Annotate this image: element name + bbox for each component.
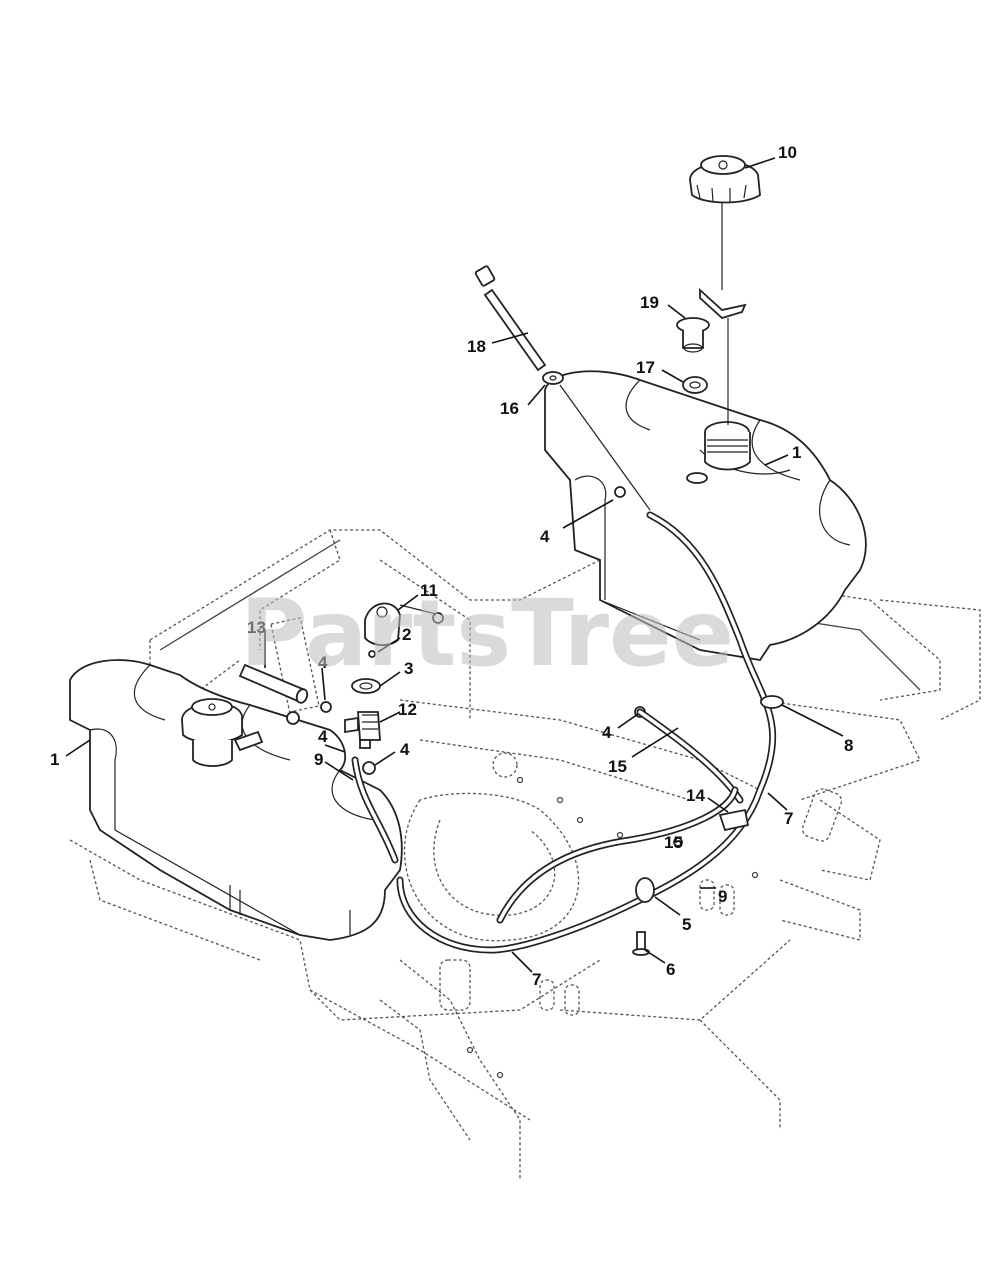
callout-9-right: 9 <box>718 887 727 906</box>
callout-6: 6 <box>666 960 675 979</box>
fuel-cap-top <box>689 155 761 425</box>
callout-11: 11 <box>420 581 438 600</box>
callout-4-tank: 4 <box>540 527 550 546</box>
callout-7-bottom: 7 <box>532 970 541 989</box>
callout-16: 16 <box>500 399 519 418</box>
callout-4-d: 4 <box>602 723 612 742</box>
vent-tube-18 <box>474 265 651 511</box>
callout-8: 8 <box>844 736 853 755</box>
callout-10: 10 <box>778 143 797 162</box>
clamp-15 <box>673 837 683 847</box>
shutoff-valve-11 <box>364 602 444 646</box>
callout-5: 5 <box>682 915 691 934</box>
screw-2 <box>368 650 376 658</box>
callout-12: 12 <box>398 700 417 719</box>
callout-1-left: 1 <box>50 750 59 769</box>
callout-15-b: 15 <box>664 833 683 852</box>
watermark: PartsTree <box>240 580 734 687</box>
fuel-tank-right <box>544 370 867 661</box>
fuel-hoses <box>351 511 784 954</box>
callout-1-right: 1 <box>792 443 801 462</box>
hose-13 <box>238 663 309 704</box>
leader-lines <box>65 157 844 973</box>
callout-7-right: 7 <box>784 809 793 828</box>
vent-fitting <box>676 317 710 353</box>
callout-13: 13 <box>247 618 266 637</box>
fuel-tank-left <box>69 659 403 941</box>
callout-15-a: 15 <box>608 757 627 776</box>
fittings-4-left <box>286 486 646 775</box>
callout-19: 19 <box>640 293 659 312</box>
callout-18: 18 <box>467 337 486 356</box>
callout-labels: 10 19 18 17 16 1 4 11 2 13 4 3 12 4 4 9 … <box>50 143 853 989</box>
callout-2: 2 <box>402 625 411 644</box>
callout-4-a: 4 <box>318 653 328 672</box>
grommet-17 <box>682 376 708 394</box>
fuel-valve-12 <box>344 711 381 749</box>
callout-14: 14 <box>686 786 705 805</box>
callout-17: 17 <box>636 358 655 377</box>
callout-4-c: 4 <box>400 740 410 759</box>
callout-9-left: 9 <box>314 750 323 769</box>
callout-4-b: 4 <box>318 727 328 746</box>
chassis-frame <box>69 529 981 1180</box>
callout-3: 3 <box>404 659 413 678</box>
